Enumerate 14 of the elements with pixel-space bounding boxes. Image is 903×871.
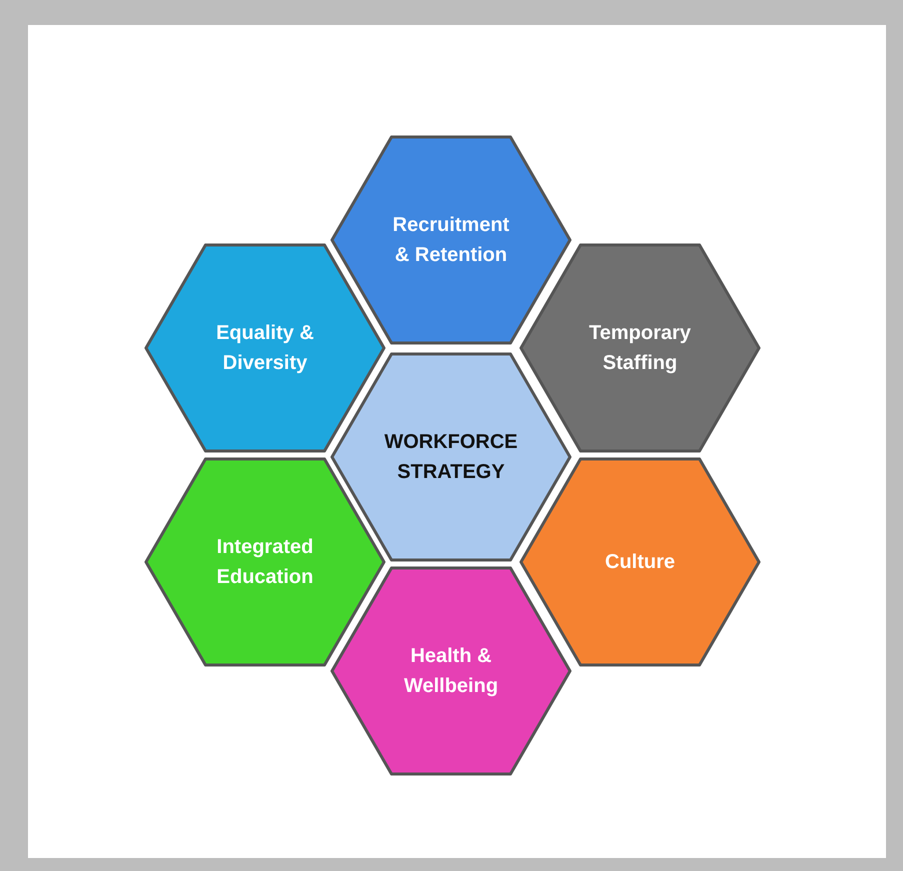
hexagon-tile (144, 457, 386, 667)
tile-label: Culture (605, 550, 675, 575)
tile-label: Health & Wellbeing (402, 644, 500, 699)
hexagon-tile (144, 243, 386, 453)
hexagon-tile (519, 243, 761, 453)
hexagon-tile (330, 566, 572, 776)
hexagon-tile (519, 457, 761, 667)
hexagon-tile (330, 352, 572, 562)
tile-label: Integrated Education (216, 535, 314, 590)
hexagon-tile (330, 135, 572, 345)
tile-label: Equality & Diversity (215, 321, 315, 376)
tile-label: WORKFORCE STRATEGY (383, 430, 519, 485)
tile-label: Recruitment & Retention (392, 213, 510, 268)
tile-label: Temporary Staffing (588, 321, 692, 376)
